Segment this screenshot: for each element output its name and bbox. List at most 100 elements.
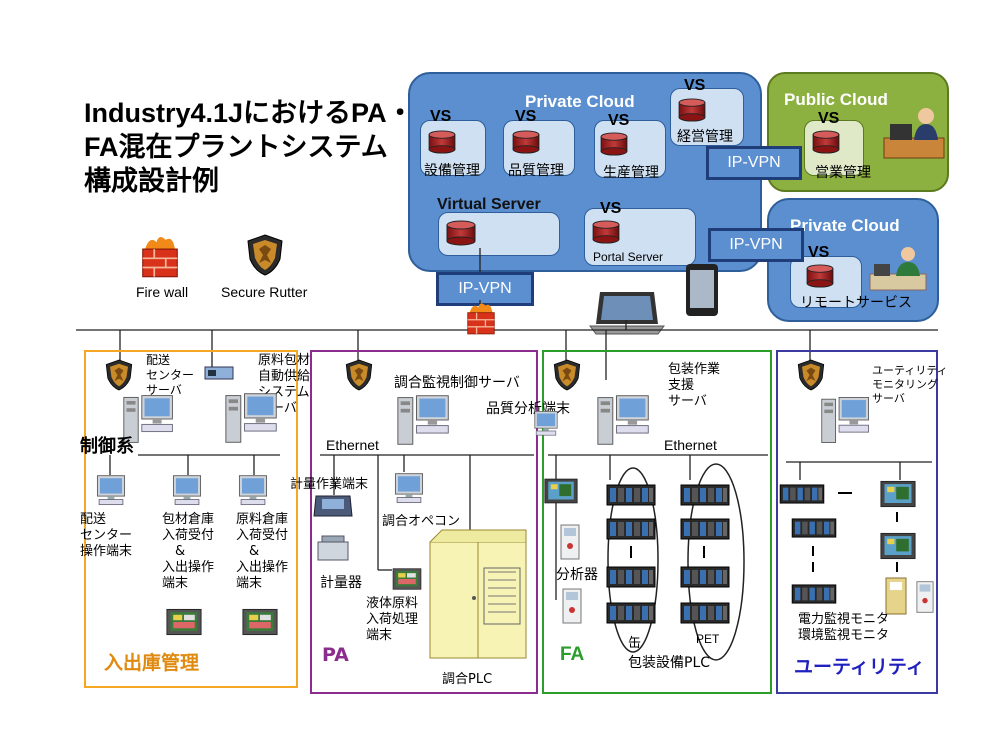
- mixing-plc-label: 調合PLC: [442, 672, 493, 687]
- utility-monitor-label: 電力監視モニタ 環境監視モニタ: [798, 612, 890, 643]
- server-icon: [820, 394, 872, 446]
- router-legend-label: Secure Rutter: [221, 284, 308, 300]
- server-quality-label: 品質管理: [508, 163, 564, 179]
- power-meter-icon: [885, 577, 907, 615]
- touch-panel-icon: [392, 568, 422, 590]
- server-production-label: 生産管理: [603, 165, 659, 181]
- operator-icon: [869, 247, 927, 291]
- server-icon: [224, 390, 280, 446]
- router-shield-icon: [796, 358, 826, 392]
- analyzer-icon: [916, 580, 934, 614]
- virtual-server-title: Virtual Server: [437, 196, 541, 213]
- vs-box-production: [594, 120, 666, 178]
- router-shield-icon: [104, 358, 134, 392]
- vs-label: VS: [430, 108, 452, 125]
- vpn-public-link: IP-VPN: [706, 146, 802, 180]
- router-shield-icon: [344, 358, 374, 392]
- vpn-remote-link: IP-VPN: [708, 228, 804, 262]
- pc-icon: [392, 472, 426, 506]
- public-cloud-title: Public Cloud: [784, 90, 888, 109]
- vs-label: VS: [684, 77, 706, 94]
- server-equipment-label: 設備管理: [424, 163, 480, 179]
- scale-label: 計量器: [320, 575, 362, 591]
- plc-cabinet-icon: [429, 529, 527, 659]
- vs-label: VS: [818, 110, 840, 127]
- plc-rack-icon: [680, 566, 730, 588]
- control-system-label: 制御系: [80, 436, 134, 457]
- plc-rack-icon: [680, 518, 730, 540]
- server-sales-label: 営業管理: [815, 165, 871, 181]
- continuation-mark: [812, 562, 814, 572]
- pc-icon: [170, 474, 204, 508]
- raw-material-terminal-label: 原料倉庫 入荷受付 & 入出操作 端末: [236, 512, 289, 591]
- continuation-mark: [812, 546, 814, 556]
- vs-label: VS: [600, 200, 622, 217]
- pc-icon: [532, 410, 560, 438]
- plc-rack-icon: [606, 602, 656, 624]
- hmi-panel-icon: [880, 532, 916, 560]
- utility-server-label: ユーティリティ モニタリング サーバ: [872, 364, 948, 405]
- continuation-mark: [896, 512, 898, 522]
- zone-fa: [542, 350, 772, 694]
- plc-rack-icon: [606, 484, 656, 506]
- tablet-icon: [686, 264, 718, 316]
- plc-rack-icon: [606, 566, 656, 588]
- zone-fa-title: FA: [560, 644, 585, 665]
- server-remote-label: リモートサービス: [800, 295, 912, 311]
- zone-utility-title: ユーティリティ: [794, 656, 925, 678]
- continuation-mark: [630, 546, 632, 558]
- pa-ethernet-label: Ethernet: [326, 437, 379, 453]
- vs-label: VS: [515, 108, 537, 125]
- pc-icon: [94, 474, 128, 508]
- vpn-plant-link: IP-VPN: [436, 272, 534, 306]
- server-management-label: 経営管理: [677, 129, 733, 145]
- hmi-panel-icon: [544, 476, 578, 506]
- server-icon: [396, 392, 452, 448]
- office-worker-icon: [883, 108, 945, 159]
- plc-rack-icon: [778, 484, 826, 504]
- plc-rack-icon: [606, 518, 656, 540]
- laptop-icon: [589, 292, 665, 335]
- material-supply-server-label: 原料包材 自動供給 システム サーバ: [258, 353, 311, 416]
- zone-pa-title: PA: [322, 644, 349, 666]
- page-title: Industry4.1JにおけるPA・ FA混在プラントシステム 構成設計例: [84, 98, 414, 196]
- zone-utility: [776, 350, 938, 694]
- vs-label: VS: [808, 244, 830, 261]
- vs-label: VS: [608, 112, 630, 129]
- scale-icon: [317, 535, 349, 561]
- server-icon: [596, 392, 652, 448]
- analyzer-label: 分析器: [556, 567, 598, 583]
- pa-server-label: 調合監視制御サーバ: [394, 375, 520, 391]
- plc-rack-icon: [680, 602, 730, 624]
- plc-rack-icon: [790, 518, 838, 538]
- delivery-terminal-label: 配送 センター 操作端末: [80, 512, 133, 559]
- can-label: 缶: [628, 636, 642, 651]
- touch-panel-icon: [166, 608, 202, 636]
- plc-rack-icon: [790, 584, 838, 604]
- continuation-mark: [896, 562, 898, 572]
- pc-icon: [236, 474, 270, 508]
- weighing-terminal-label: 計量作業端末: [290, 477, 369, 492]
- packaging-server-label: 包装作業 支援 サーバ: [668, 362, 721, 409]
- plc-rack-icon: [680, 484, 730, 506]
- fa-ethernet-label: Ethernet: [664, 437, 717, 453]
- firewall-icon: [466, 300, 496, 336]
- router-shield-icon: [552, 358, 582, 392]
- router-device-icon: [204, 366, 234, 380]
- packaging-plc-label: 包装設備PLC: [628, 655, 711, 671]
- private-cloud-remote-title: Private Cloud: [790, 216, 900, 235]
- weighing-terminal-icon: [313, 495, 353, 517]
- continuation-mark: [703, 546, 705, 558]
- packaging-warehouse-terminal-label: 包材倉庫 入荷受付 & 入出操作 端末: [162, 512, 215, 591]
- hmi-panel-icon: [880, 480, 916, 508]
- touch-panel-icon: [242, 608, 278, 636]
- portal-server-label: Portal Server: [593, 250, 664, 264]
- continuation-mark: [838, 492, 852, 494]
- mixing-console-label: 調合オペコン: [382, 514, 461, 529]
- pet-label: PET: [696, 632, 720, 646]
- delivery-server-label: 配送 センター サーバ: [146, 353, 195, 397]
- zone-pa: [310, 350, 538, 694]
- analyzer-icon: [562, 588, 582, 624]
- private-cloud-main-title: Private Cloud: [525, 92, 635, 111]
- zone-warehouse-title: 入出庫管理: [104, 652, 200, 674]
